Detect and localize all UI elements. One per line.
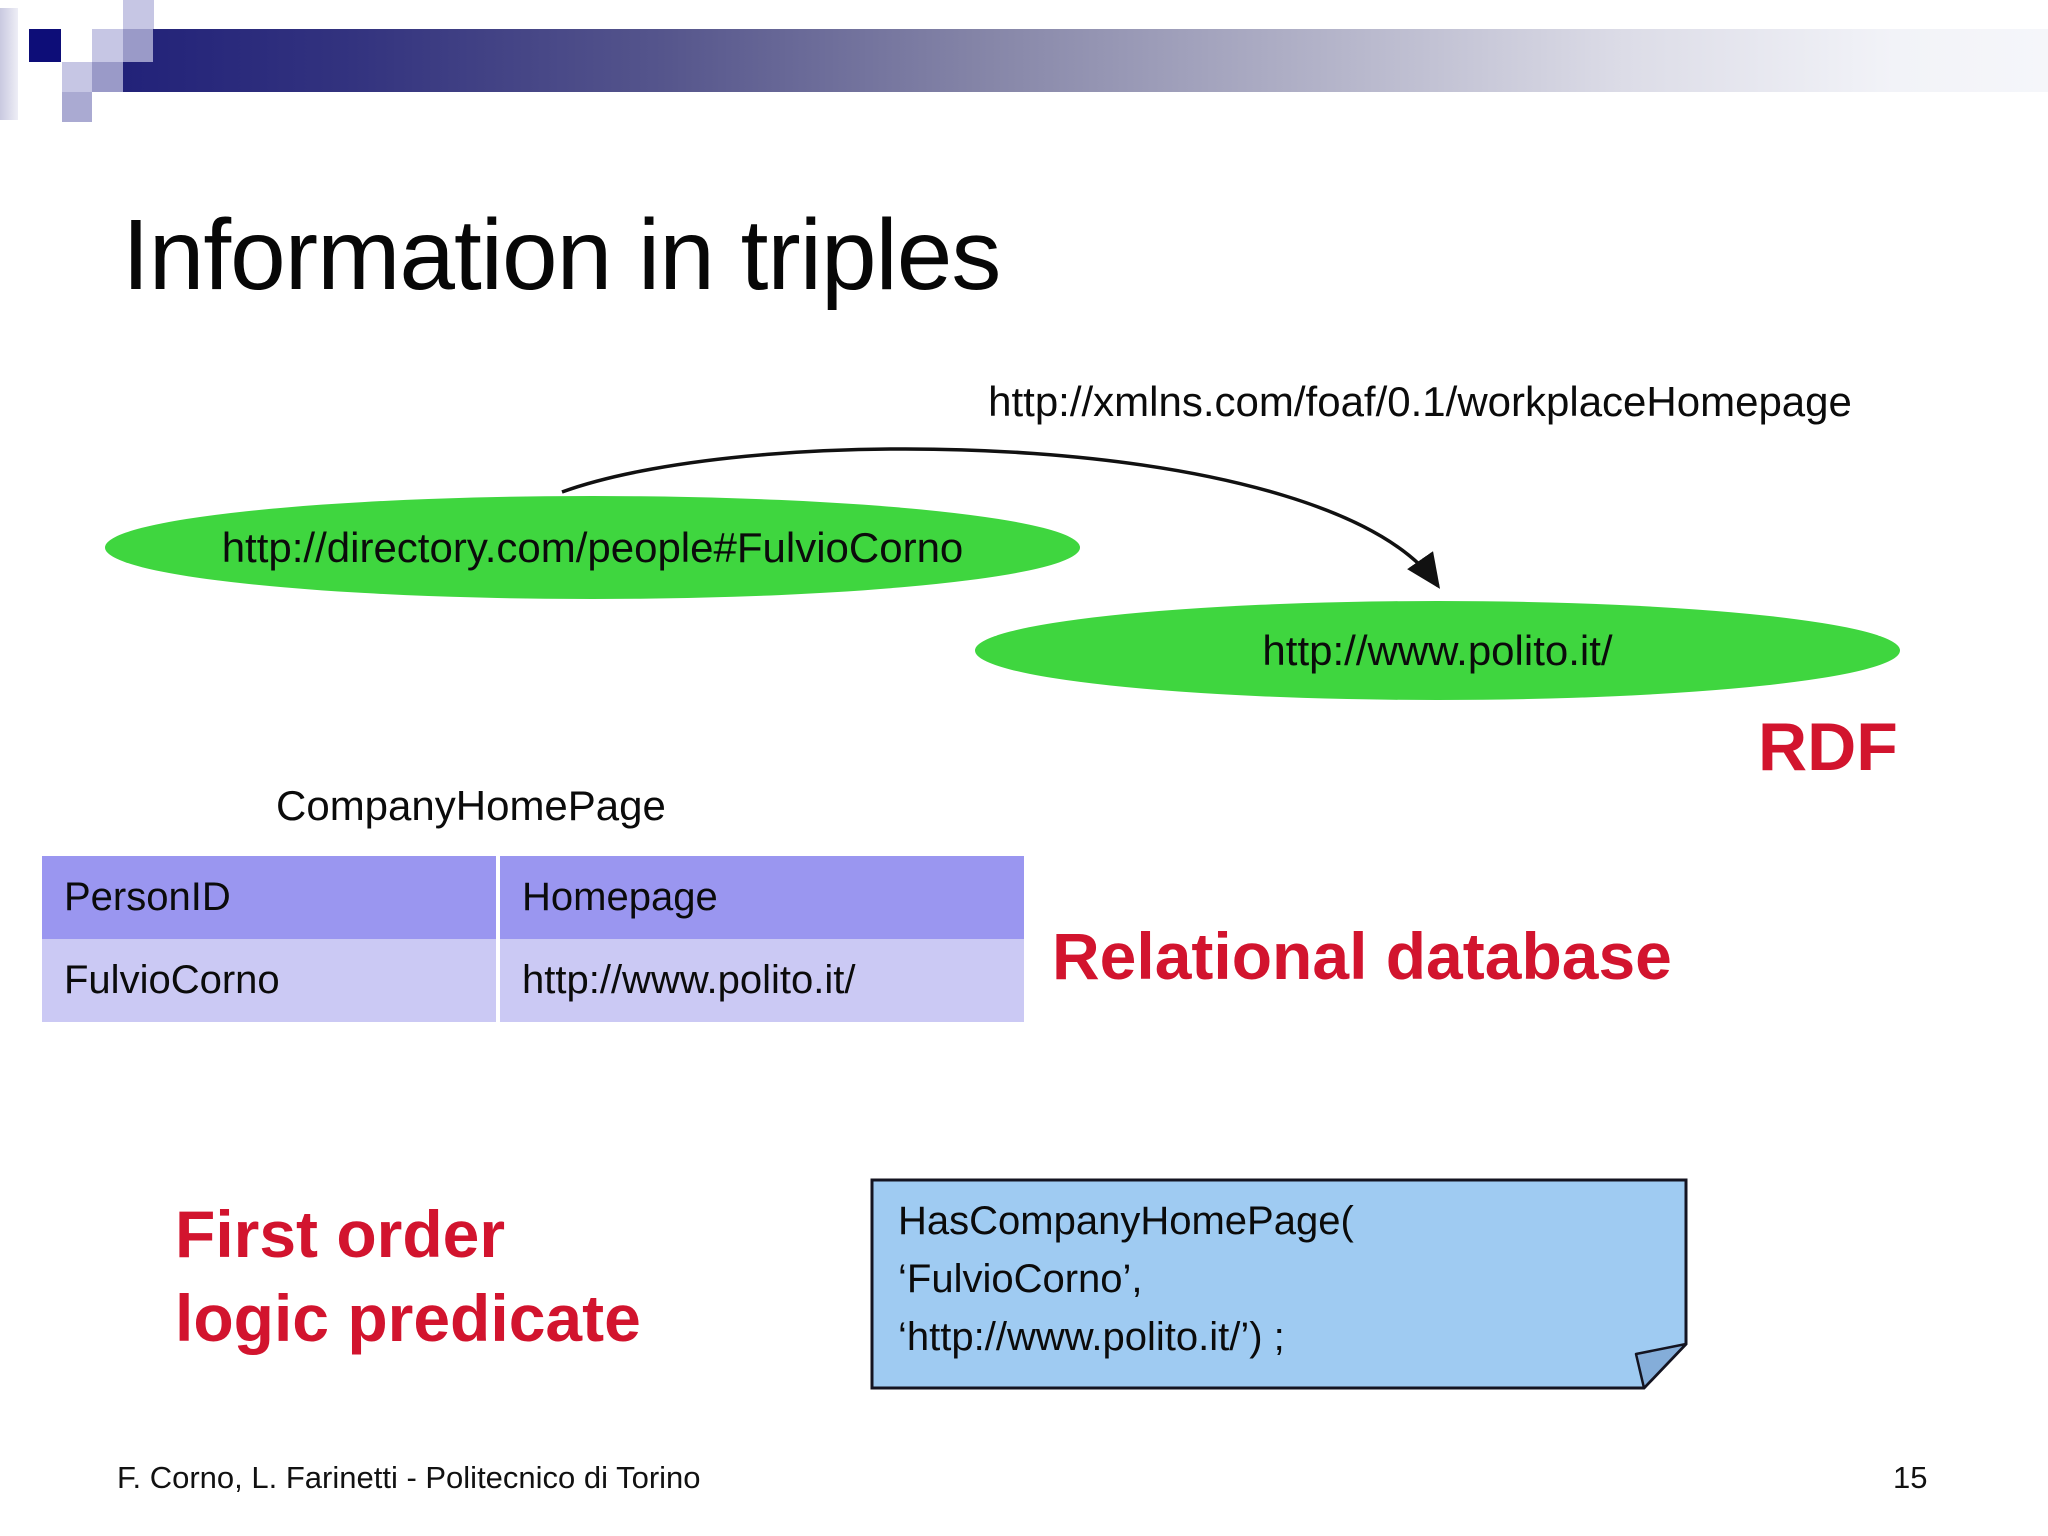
code-line: ‘http://www.polito.it/’) ; bbox=[898, 1315, 1285, 1359]
table-cell: FulvioCorno bbox=[42, 939, 496, 1022]
banner-square bbox=[123, 0, 154, 29]
table-row: FulvioCorno http://www.polito.it/ bbox=[42, 939, 1024, 1022]
predicate-code: HasCompanyHomePage( ‘FulvioCorno’, ‘http… bbox=[898, 1192, 1354, 1366]
table-name-label: CompanyHomePage bbox=[276, 782, 666, 829]
rdf-subject-node: http://directory.com/people#FulvioCorno bbox=[105, 496, 1080, 599]
rdf-caption: RDF bbox=[1758, 709, 1898, 785]
code-note-box: HasCompanyHomePage( ‘FulvioCorno’, ‘http… bbox=[870, 1178, 1688, 1390]
caption-line: logic predicate bbox=[175, 1281, 641, 1356]
relational-database-caption: Relational database bbox=[1052, 919, 1672, 993]
banner-square bbox=[92, 29, 123, 62]
page-number: 15 bbox=[1893, 1460, 1928, 1495]
banner-square bbox=[62, 92, 92, 122]
relational-table: PersonID Homepage FulvioCorno http://www… bbox=[42, 856, 1024, 1022]
rdf-object-text: http://www.polito.it/ bbox=[1262, 626, 1613, 674]
banner-square bbox=[29, 29, 61, 62]
code-line: ‘FulvioCorno’, bbox=[898, 1257, 1143, 1301]
banner-gradient-bar bbox=[123, 29, 2048, 92]
banner-square bbox=[92, 62, 123, 92]
rdf-object-node: http://www.polito.it/ bbox=[975, 601, 1900, 700]
page-title: Information in triples bbox=[122, 199, 1001, 311]
table-cell: http://www.polito.it/ bbox=[500, 939, 1024, 1022]
banner-square bbox=[62, 62, 92, 92]
table-header-cell: Homepage bbox=[500, 856, 1024, 939]
footer-authors: F. Corno, L. Farinetti - Politecnico di … bbox=[117, 1460, 701, 1495]
rdf-subject-text: http://directory.com/people#FulvioCorno bbox=[221, 523, 964, 571]
caption-line: First order bbox=[175, 1197, 506, 1271]
table-header-row: PersonID Homepage bbox=[42, 856, 1024, 939]
folded-note-shape bbox=[870, 1178, 1688, 1390]
predicate-label: http://xmlns.com/foaf/0.1/workplaceHomep… bbox=[988, 378, 1852, 425]
banner-square bbox=[123, 29, 153, 62]
banner-left-strip bbox=[0, 8, 18, 120]
code-line: HasCompanyHomePage( bbox=[898, 1199, 1354, 1243]
table-header-cell: PersonID bbox=[42, 856, 496, 939]
first-order-logic-caption: First order logic predicate bbox=[175, 1192, 641, 1361]
